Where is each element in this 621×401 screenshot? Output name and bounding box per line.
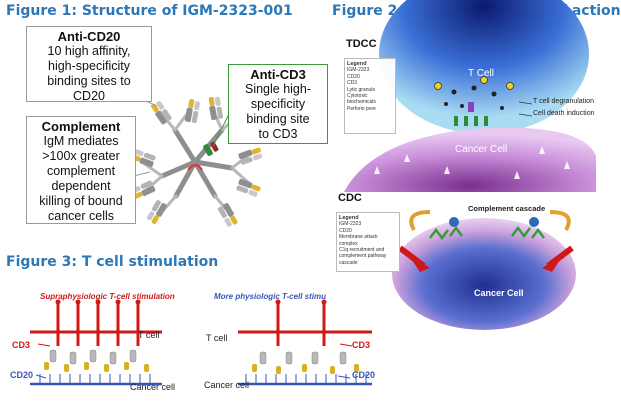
legend-item: Perforin pore (347, 105, 376, 112)
t-cell-degranulation-label: T cell degranulation (533, 98, 594, 105)
anti-cd20-heading: Anti-CD20 (57, 29, 121, 44)
right-cancer-cell-label: Cancer cell (204, 380, 250, 390)
left-cancer-cell-label: Cancer cell (130, 382, 176, 392)
cell-death-induction-label: Cell death induction (533, 110, 595, 117)
cdc-legend: Legend IGM-2323 CD20 Membrane attack com… (336, 212, 400, 272)
right-t-cell-label: T cell (206, 333, 228, 343)
figure-1-title: Figure 1: Structure of IGM-2323-001 (6, 3, 293, 19)
cdc-cancer-cell-label: Cancer Cell (474, 288, 524, 298)
legend-item: CD3 (347, 80, 358, 87)
complement-line: cancer cells (48, 209, 114, 223)
tdcc-label: TDCC (346, 38, 377, 50)
complement-line: killing of bound (39, 194, 123, 208)
legend-item: CD20 (339, 227, 352, 234)
left-cd3-label: CD3 (12, 340, 31, 350)
legend-item: C1q recruitment and complement pathway c… (339, 247, 387, 266)
anti-cd20-line: 10 high affinity, (47, 44, 131, 58)
tdcc-cancer-cell-label: Cancer Cell (455, 144, 508, 155)
legend-title: Legend (347, 61, 367, 67)
legend-item: IGM-2323 (339, 221, 362, 228)
anti-cd20-line: binding sites to (47, 74, 131, 88)
legend-item: CD20 (347, 73, 360, 80)
tdcc-legend: Legend IGM-2323 CD20 CD3 Lytic granule C… (344, 58, 396, 134)
anti-cd20-line: CD20 (73, 89, 105, 103)
anti-cd20-line: high-specificity (48, 59, 130, 73)
complement-line: dependent (51, 179, 111, 193)
right-cd3-label: CD3 (352, 340, 371, 350)
t-cell-label: T Cell (468, 68, 494, 79)
left-cd20-label: CD20 (10, 370, 34, 380)
legend-item: IGM-2323 (347, 67, 370, 74)
right-cd20-label: CD20 (352, 370, 376, 380)
complement-line: >100x greater (42, 149, 120, 163)
legend-title: Legend (339, 215, 359, 221)
anti-cd3-heading: Anti-CD3 (250, 67, 306, 82)
tdcc-illustration (334, 0, 596, 192)
cdc-label: CDC (338, 192, 362, 204)
complement-cascade-label: Complement cascade (468, 204, 546, 213)
complement-line: IgM mediates (43, 134, 119, 148)
anti-cd3-line: Single high- (244, 82, 311, 96)
complement-line: complement (46, 164, 116, 178)
legend-item: Lytic granule (347, 86, 376, 93)
anti-cd3-callout: Anti-CD3 Single high- specificity bindin… (228, 64, 328, 144)
figure-3-title: Figure 3: T cell stimulation (6, 254, 219, 270)
physiologic-heading: More physiologic T-cell stimu (214, 292, 327, 301)
complement-callout: Complement IgM mediates >100x greater co… (26, 116, 136, 224)
legend-item: Membrane attack complex (339, 234, 378, 247)
t-cell-stimulation-diagram (30, 299, 372, 386)
left-t-cell-label: T cell (138, 330, 160, 340)
legend-item: Cytotoxic biochemicals (347, 93, 376, 106)
supraphysiologic-heading: Supraphysiologic T-cell stimulation (40, 292, 175, 301)
anti-cd3-line: binding site (246, 112, 310, 126)
anti-cd20-callout: Anti-CD20 10 high affinity, high-specifi… (26, 26, 152, 103)
anti-cd3-line: specificity (250, 97, 306, 111)
anti-cd3-line: to CD3 (258, 127, 298, 141)
cdc-illustration (334, 192, 596, 330)
complement-heading: Complement (41, 119, 121, 134)
